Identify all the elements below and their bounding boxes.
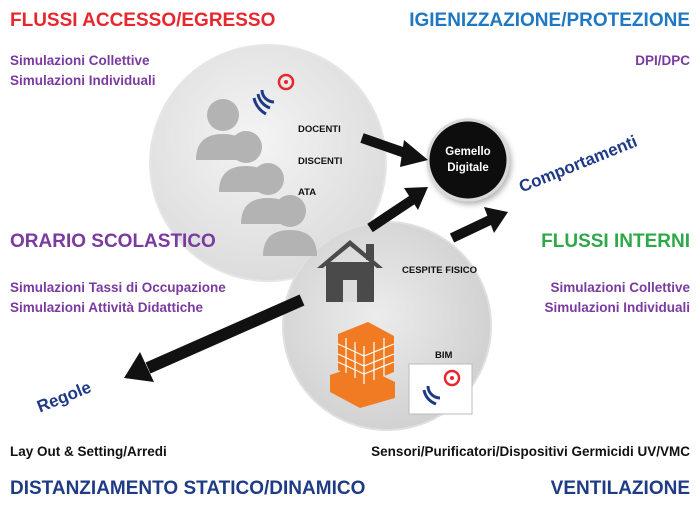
access-line-2: Simulazioni Individuali bbox=[10, 73, 156, 88]
access-line-1: Simulazioni Collettive bbox=[10, 53, 150, 68]
title-sanitization: IGIENIZZAZIONE/PROTEZIONE bbox=[409, 10, 690, 31]
sensors-subtitle: Sensori/Purificatori/Dispositivi Germici… bbox=[371, 444, 690, 459]
label-bim: BIM bbox=[435, 350, 453, 361]
label-cespite-fisico: CESPITE FISICO bbox=[402, 265, 477, 276]
layout-subtitle: Lay Out & Setting/Arredi bbox=[10, 444, 167, 459]
title-internal-flows: FLUSSI INTERNI bbox=[541, 231, 690, 252]
label-ata: ATA bbox=[298, 187, 317, 198]
title-school-schedule: ORARIO SCOLASTICO bbox=[10, 231, 216, 252]
building-icon bbox=[330, 322, 395, 408]
internal-line-1: Simulazioni Collettive bbox=[550, 280, 690, 295]
schedule-line-1: Simulazioni Tassi di Occupazione bbox=[10, 280, 226, 295]
title-distancing: DISTANZIAMENTO STATICO/DINAMICO bbox=[10, 478, 366, 499]
title-ventilation: VENTILAZIONE bbox=[550, 478, 690, 499]
schedule-line-2: Simulazioni Attività Didattiche bbox=[10, 300, 204, 315]
arrow-to-regole bbox=[124, 294, 305, 382]
sanitization-line-1: DPI/DPC bbox=[635, 53, 690, 68]
label-discenti: DISCENTI bbox=[298, 156, 343, 167]
house-icon bbox=[317, 240, 383, 302]
label-docenti: DOCENTI bbox=[298, 124, 341, 135]
title-access-flows: FLUSSI ACCESSO/EGRESSO bbox=[10, 10, 276, 31]
internal-line-2: Simulazioni Individuali bbox=[544, 300, 690, 315]
wifi-sensor-icon bbox=[422, 369, 461, 406]
arrow-to-comportamenti bbox=[449, 207, 508, 243]
arrow-building-to-twin bbox=[367, 187, 428, 233]
arrow-people-to-twin bbox=[360, 133, 428, 167]
person-icon bbox=[263, 195, 317, 256]
digital-twin-line-1: Gemello bbox=[445, 146, 491, 158]
digital-twin-line-2: Digitale bbox=[447, 162, 489, 174]
wifi-sensor-icon bbox=[252, 73, 295, 116]
digital-twin-label: Gemello Digitale bbox=[428, 144, 508, 176]
